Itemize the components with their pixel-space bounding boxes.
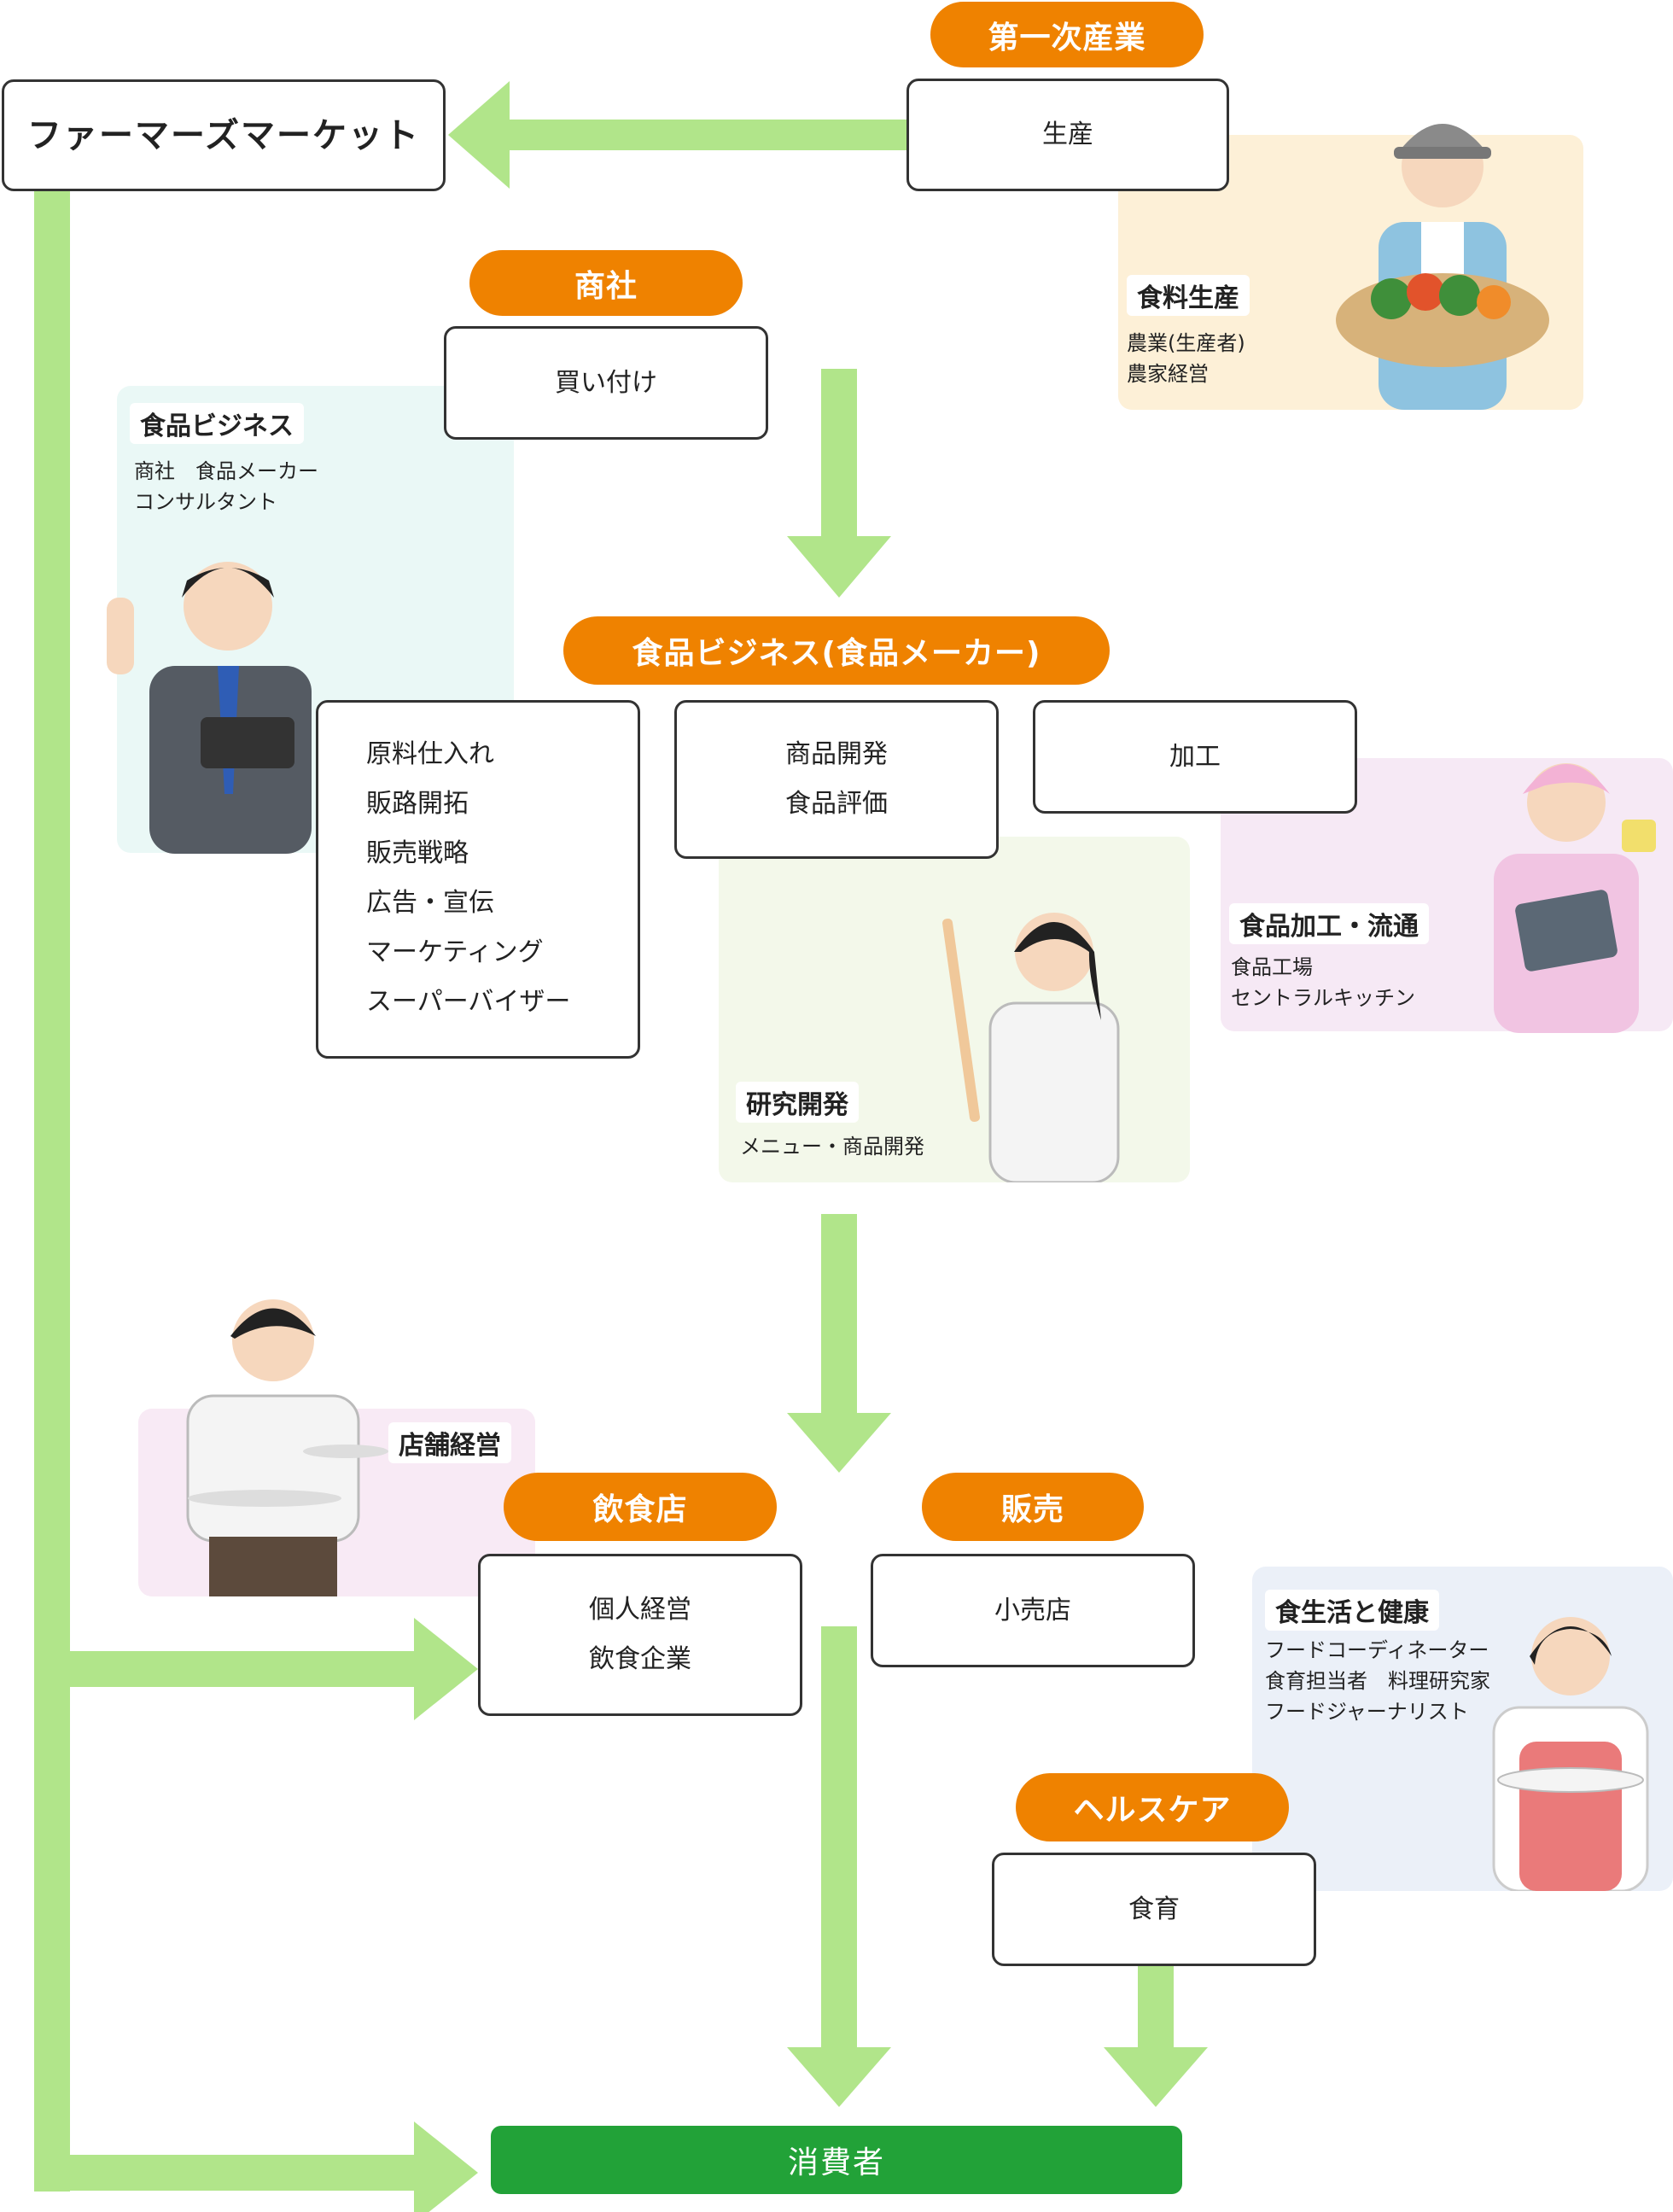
task-item: 原料仕入れ [366, 739, 494, 769]
arrow-trunk-left [34, 190, 70, 2192]
arrow-head-market [448, 81, 510, 189]
food-maker-label: 食品ビジネス(食品メーカー) [632, 636, 1041, 671]
card-line: 食育担当者 料理研究家 [1265, 1669, 1490, 1693]
healthcare-label: ヘルスケア [1073, 1793, 1232, 1828]
business-card-title: 食品ビジネス [130, 403, 304, 444]
food-education-box: 食育 [992, 1853, 1316, 1966]
processing-label: 加工 [1169, 741, 1221, 772]
farmer-card-lines: 農業(生産者) 農家経営 [1127, 328, 1245, 389]
research-card-title: 研究開発 [736, 1082, 859, 1123]
product-development-box: 商品開発 食品評価 [674, 700, 999, 859]
primary-industry-pill: 第一次産業 [930, 2, 1204, 67]
sales-pill: 販売 [922, 1473, 1144, 1541]
arrow-head-maker [787, 536, 891, 598]
restaurant-pill: 飲食店 [504, 1473, 777, 1541]
task-item: 広告・宣伝 [366, 888, 494, 918]
farmers-market-box: ファーマーズマーケット [2, 79, 446, 191]
cook-illustration [1492, 1617, 1649, 1891]
arrow-trading-to-maker [821, 369, 857, 548]
store-card-title: 店舗経営 [388, 1422, 511, 1463]
consumer-box: 消費者 [491, 2126, 1182, 2194]
card-line: メニュー・商品開発 [740, 1135, 924, 1159]
task-item: マーケティング [366, 937, 544, 967]
arrow-head-consumer-right [1104, 2047, 1208, 2107]
retail-box: 小売店 [871, 1554, 1195, 1667]
arrow-head-consumer-left [414, 2122, 478, 2212]
production-label: 生産 [1042, 120, 1093, 149]
health-card-lines: フードコーディネーター 食育担当者 料理研究家 フードジャーナリスト [1265, 1635, 1490, 1727]
dev-item: 食品評価 [785, 789, 888, 819]
production-box: 生産 [906, 79, 1229, 191]
arrow-trunk-to-restaurant [34, 1651, 427, 1687]
primary-industry-label: 第一次産業 [988, 20, 1146, 55]
arrow-head-consumer-mid [787, 2047, 891, 2107]
researcher-illustration [942, 913, 1120, 1182]
purchasing-box: 買い付け [444, 326, 768, 440]
restaurant-item: 飲食企業 [589, 1644, 691, 1674]
task-item: スーパーバイザー [366, 987, 571, 1017]
business-tasks-box: 原料仕入れ 販路開拓 販売戦略 広告・宣伝 マーケティング スーパーバイザー [316, 700, 640, 1059]
food-maker-pill: 食品ビジネス(食品メーカー) [563, 616, 1110, 685]
processing-card-lines: 食品工場 セントラルキッチン [1231, 952, 1415, 1013]
arrow-production-to-market [491, 120, 909, 150]
arrow-head-restaurant [414, 1618, 478, 1720]
restaurant-label: 飲食店 [592, 1492, 688, 1527]
businessman-illustration [107, 562, 312, 854]
processing-card-title: 食品加工・流通 [1229, 903, 1429, 944]
farmer-card-title: 食料生産 [1127, 275, 1250, 316]
consumer-label: 消費者 [787, 2145, 885, 2180]
farmer-illustration [1336, 124, 1549, 410]
card-line: 食品工場 [1231, 955, 1313, 979]
waiter-illustration [186, 1299, 388, 1596]
restaurant-box: 個人経営 飲食企業 [478, 1554, 802, 1716]
dev-item: 商品開発 [785, 739, 888, 769]
card-line: セントラルキッチン [1231, 986, 1415, 1010]
arrow-head-stores [787, 1413, 891, 1473]
processing-box: 加工 [1033, 700, 1357, 814]
arrow-trunk-to-consumer [34, 2155, 427, 2191]
farmers-market-label: ファーマーズマーケット [27, 115, 420, 155]
food-education-label: 食育 [1128, 1894, 1180, 1924]
card-line: 商社 食品メーカー [134, 459, 318, 483]
card-line: 農家経営 [1127, 362, 1209, 386]
trading-company-pill: 商社 [469, 250, 743, 316]
card-line: 農業(生産者) [1127, 331, 1245, 355]
healthcare-pill: ヘルスケア [1016, 1773, 1289, 1841]
retail-label: 小売店 [994, 1595, 1071, 1625]
task-item: 販売戦略 [366, 838, 469, 868]
card-line: コンサルタント [134, 490, 277, 514]
sales-label: 販売 [1000, 1492, 1064, 1527]
arrow-maker-to-stores [821, 1214, 857, 1432]
trading-company-label: 商社 [574, 268, 638, 304]
card-line: フードコーディネーター [1265, 1638, 1489, 1662]
business-card-lines: 商社 食品メーカー コンサルタント [134, 456, 318, 517]
task-item: 販路開拓 [366, 789, 469, 819]
restaurant-item: 個人経営 [589, 1595, 691, 1625]
health-card-title: 食生活と健康 [1265, 1590, 1439, 1631]
processing-worker-illustration [1494, 763, 1656, 1033]
purchasing-label: 買い付け [555, 367, 657, 398]
arrow-restaurant-to-consumer [821, 1626, 857, 2057]
research-card-lines: メニュー・商品開発 [740, 1131, 924, 1162]
card-line: フードジャーナリスト [1265, 1700, 1469, 1724]
arrow-education-to-consumer [1138, 1965, 1174, 2055]
